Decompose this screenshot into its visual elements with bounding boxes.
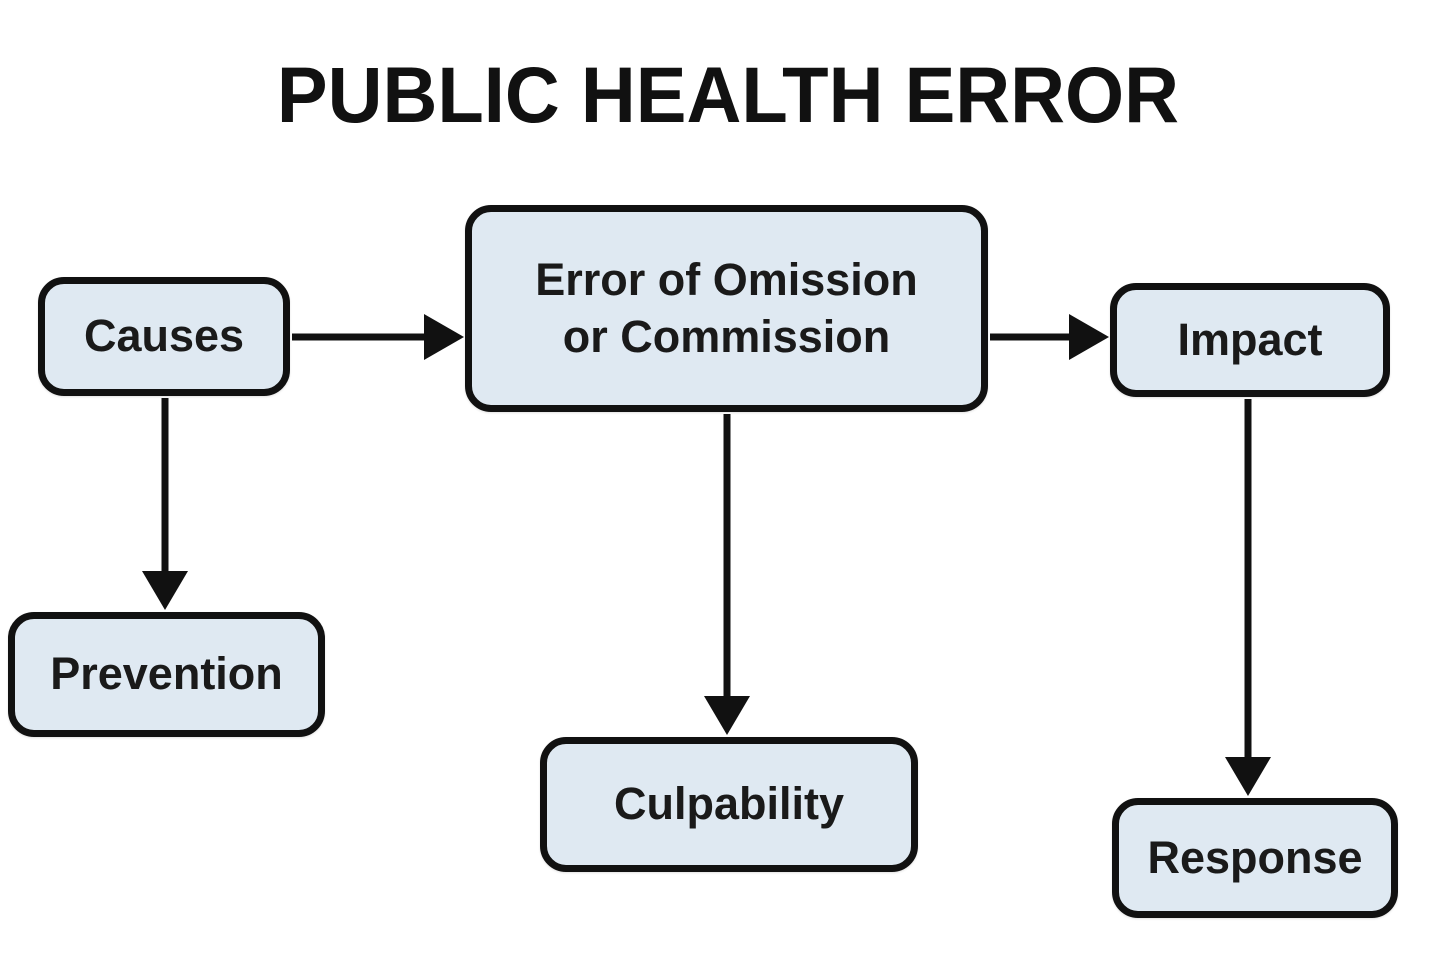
node-label: Impact	[1177, 313, 1323, 365]
arrow-error-to-culpability	[704, 414, 750, 735]
node-label: Response	[1147, 831, 1363, 883]
diagram-title: PUBLIC HEALTH ERROR	[276, 51, 1180, 140]
node-impact: Impact	[1110, 283, 1390, 397]
node-label: Causes	[83, 310, 245, 362]
node-error-of-omission-or-commission: Error of Omission or Commission	[465, 205, 988, 412]
arrow-causes-to-error	[292, 314, 464, 360]
node-causes: Causes	[38, 277, 290, 396]
arrow-impact-to-response	[1225, 399, 1271, 796]
node-culpability: Culpability	[540, 737, 918, 872]
node-label: Prevention	[50, 648, 283, 700]
node-label: Error of Omission	[535, 254, 918, 306]
node-prevention: Prevention	[8, 612, 325, 737]
arrow-causes-to-prevention	[142, 398, 188, 610]
arrow-error-to-impact	[990, 314, 1109, 360]
node-response: Response	[1112, 798, 1398, 918]
node-label: Culpability	[613, 778, 844, 830]
node-label: or Commission	[562, 310, 891, 362]
